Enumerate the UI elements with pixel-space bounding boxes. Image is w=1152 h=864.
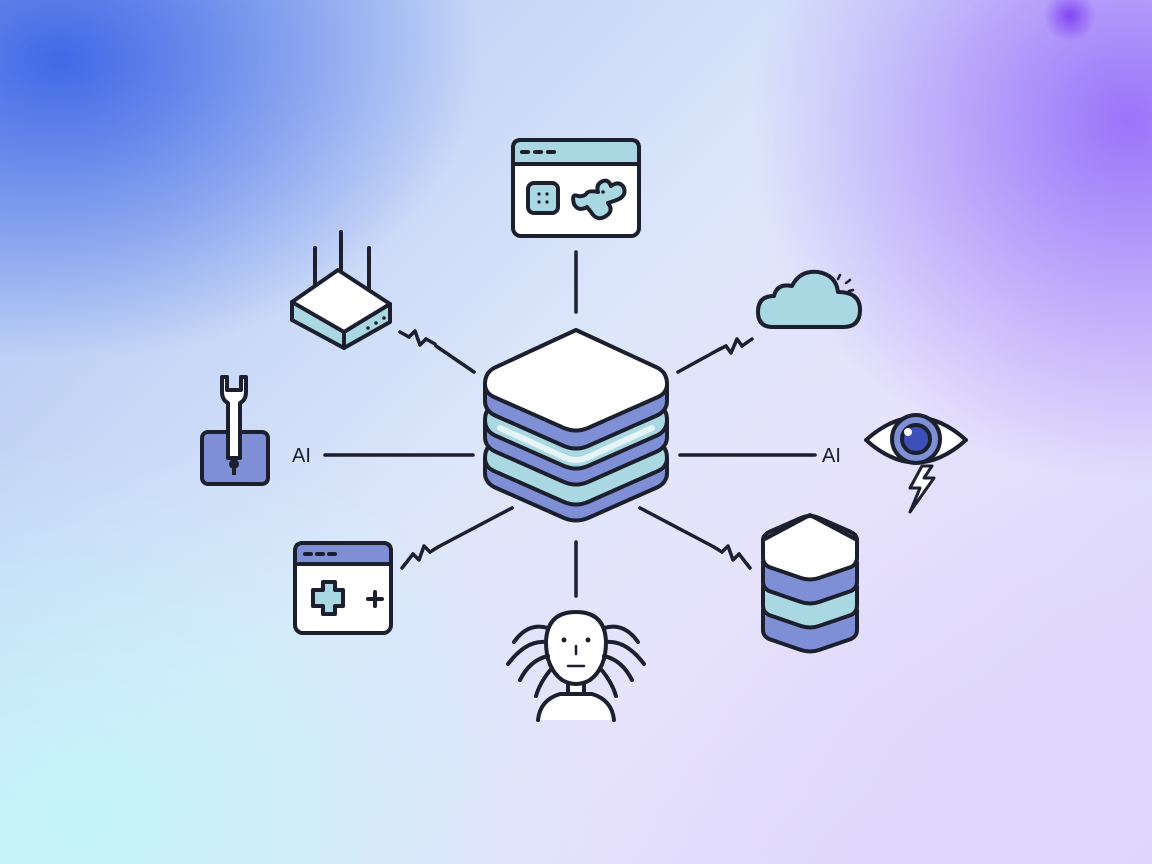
browser-apps-icon bbox=[511, 138, 641, 238]
connector-bottom-left bbox=[400, 506, 514, 570]
ai-label-left: AI bbox=[292, 445, 311, 467]
server-stack-icon bbox=[761, 513, 859, 654]
connector-top-right bbox=[676, 337, 754, 374]
eye-lightning-icon bbox=[864, 413, 968, 514]
cloud-icon bbox=[756, 269, 862, 329]
wrench-lock-icon bbox=[200, 375, 270, 486]
corner-glow bbox=[1044, 0, 1096, 42]
connector-bottom-right bbox=[638, 506, 752, 570]
connectors bbox=[323, 250, 817, 598]
connector-top-left bbox=[398, 329, 476, 374]
central-database-stack-icon bbox=[483, 328, 669, 523]
ai-head-icon bbox=[506, 610, 646, 722]
ai-label-right: AI bbox=[822, 445, 841, 467]
browser-add-icon bbox=[293, 541, 393, 635]
router-icon bbox=[290, 230, 392, 350]
stack-highlight bbox=[497, 425, 655, 463]
